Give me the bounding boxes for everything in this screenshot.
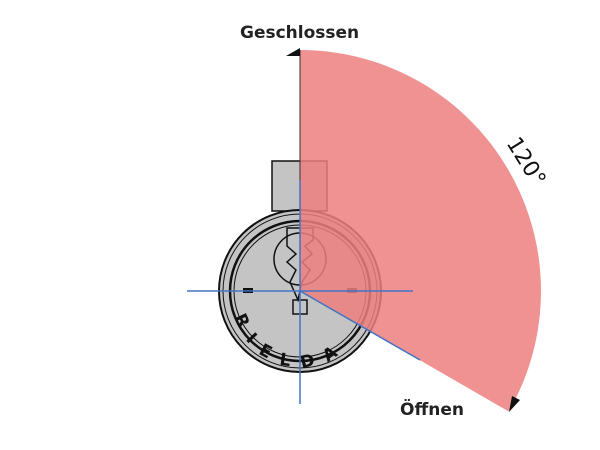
arrowhead-open-icon <box>509 396 520 412</box>
label-open: Öffnen <box>400 398 464 420</box>
center-axes <box>187 180 421 404</box>
rotation-sector <box>300 50 541 412</box>
label-closed: Geschlossen <box>240 23 359 43</box>
arrowhead-closed-icon <box>286 48 300 56</box>
